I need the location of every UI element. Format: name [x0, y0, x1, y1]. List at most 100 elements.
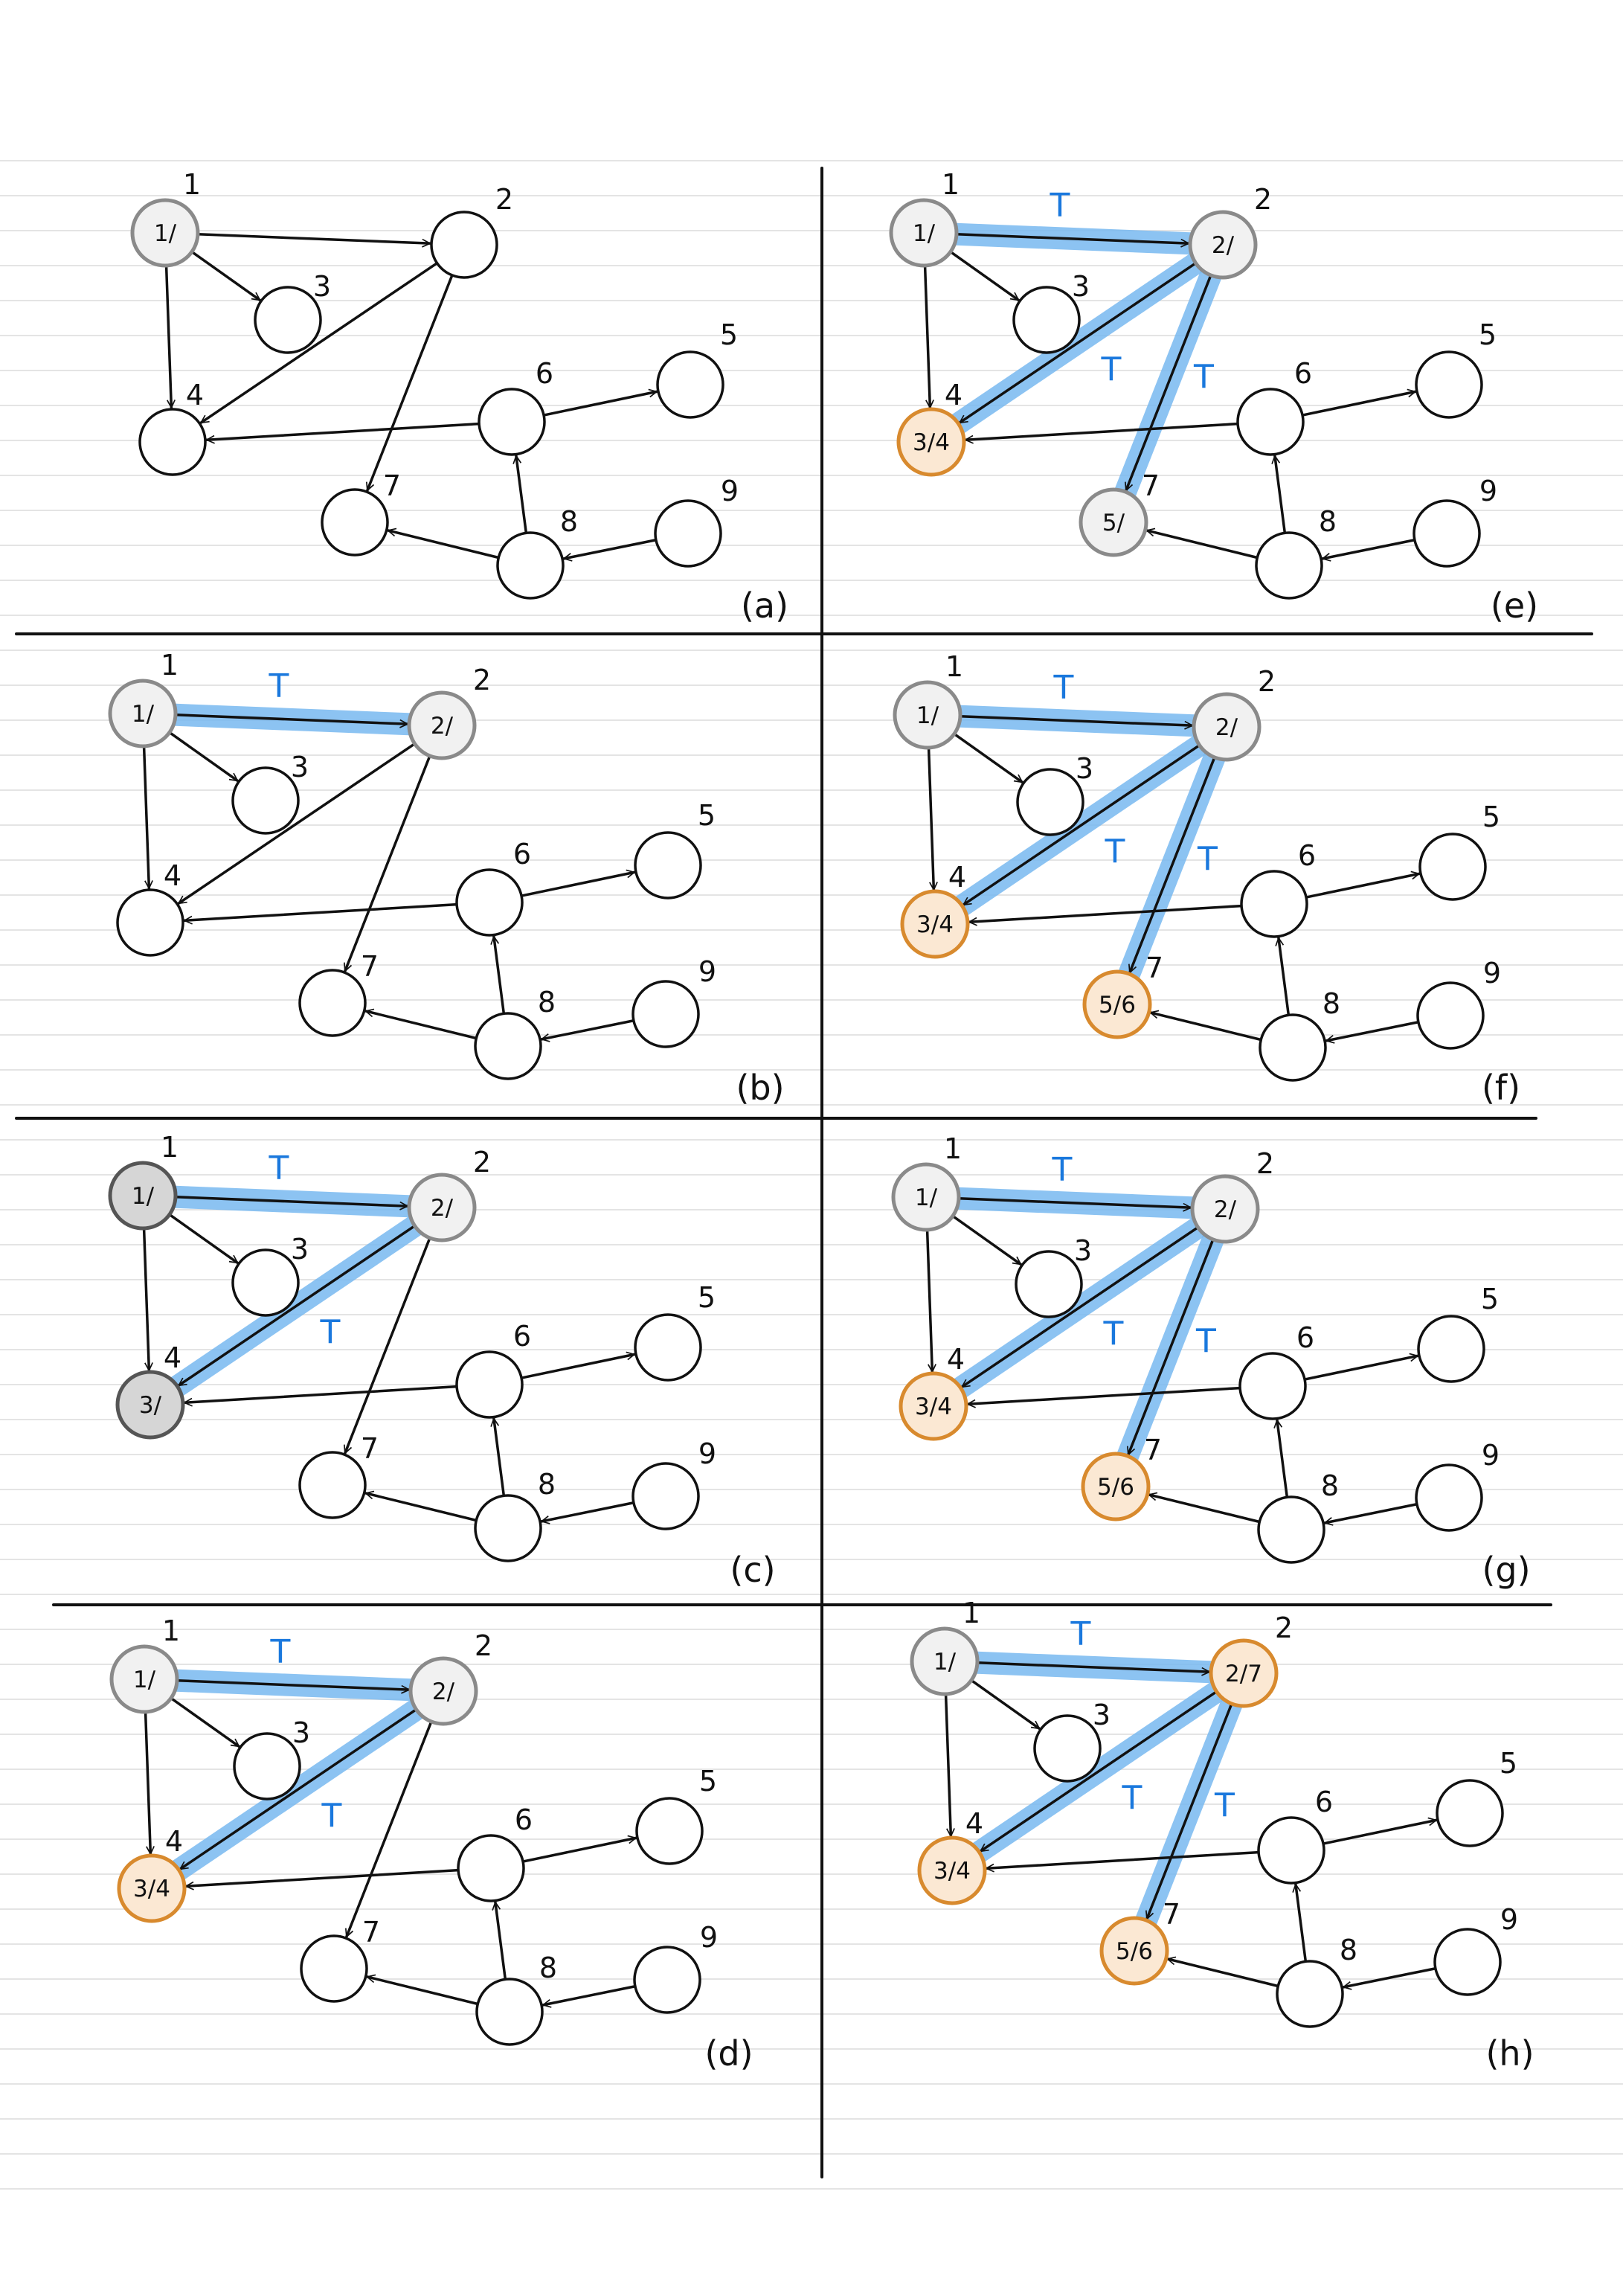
vertex-1: 1/1: [109, 1614, 180, 1714]
vertex-1-timestamp: 1/: [132, 1183, 155, 1210]
tree-edge-label: T: [1122, 1780, 1142, 1818]
vertex-6: 6: [1236, 357, 1312, 456]
vertex-4-label: 4: [947, 1343, 965, 1376]
vertex-7-label: 7: [361, 950, 379, 983]
vertex-7: 5/67: [1099, 1898, 1180, 1986]
vertex-2: 2/2: [1192, 665, 1276, 762]
edge-2-4: [960, 1225, 1200, 1388]
vertex-9-label: 9: [1479, 475, 1497, 507]
vertex-2-label: 2: [473, 1146, 491, 1179]
edge-6-5: [1322, 1817, 1438, 1845]
edge-1-4: [927, 746, 938, 891]
edge-6-4: [205, 422, 481, 444]
vertex-6: 6: [478, 357, 553, 456]
vertex-9-label: 9: [1482, 1439, 1500, 1472]
vertex-3: 3: [231, 1233, 309, 1317]
vertex-8: 8: [1255, 505, 1337, 600]
edge-2-7: [1128, 756, 1216, 974]
vertex-7-label: 7: [362, 1916, 380, 1949]
panel-label: (g): [1482, 1550, 1530, 1590]
vertex-2-timestamp: 2/7: [1225, 1661, 1262, 1687]
edge-1-2: [196, 232, 431, 248]
edge-8-6: [1275, 936, 1291, 1017]
edge-9-8: [562, 538, 658, 562]
vertex-2: 2/72: [1209, 1612, 1293, 1708]
edge-8-7: [1148, 1010, 1263, 1042]
panel-label: (b): [736, 1068, 784, 1108]
vertex-1-timestamp: 1/: [154, 220, 177, 247]
edge-6-4: [183, 902, 458, 925]
vertex-4-label: 4: [165, 1825, 183, 1858]
panel-dividers: [15, 167, 1593, 2178]
edge-6-4: [985, 1850, 1260, 1873]
tree-edge-label: T: [269, 1149, 289, 1187]
vertex-3: 3: [1015, 1234, 1092, 1318]
vertex-1-label: 1: [161, 1131, 179, 1164]
vertex-9-label: 9: [700, 1921, 718, 1954]
edge-2-4: [177, 1224, 417, 1387]
vertex-5: 5: [1415, 318, 1497, 419]
vertex-1-timestamp: 1/: [132, 701, 155, 728]
vertex-9: 9: [1433, 1903, 1518, 1996]
edge-1-3: [953, 732, 1024, 784]
panel-label: (e): [1491, 586, 1538, 626]
vertex-9: 9: [631, 1437, 716, 1530]
vertex-9: 9: [1413, 475, 1497, 568]
vertex-1-label: 1: [183, 168, 201, 201]
vertex-1-label: 1: [161, 649, 179, 682]
vertex-9-label: 9: [1483, 957, 1501, 990]
edge-1-2: [176, 1678, 411, 1694]
vertex-9: 9: [654, 475, 739, 568]
panel-label: (h): [1485, 2033, 1534, 2074]
edge-6-5: [1305, 870, 1421, 899]
edge-1-2: [959, 714, 1194, 730]
edge-9-8: [540, 1501, 635, 1524]
vertex-1: 1/1: [889, 168, 960, 268]
vertex-2-timestamp: 2/: [1214, 1196, 1237, 1223]
vertex-5-label: 5: [698, 1281, 716, 1314]
vertex-1-timestamp: 1/: [933, 1649, 957, 1675]
vertex-4-timestamp: 3/4: [133, 1876, 170, 1902]
edge-1-2: [174, 1195, 409, 1210]
vertex-2-label: 2: [1258, 665, 1276, 698]
vertex-3-label: 3: [292, 1716, 310, 1749]
vertex-6-label: 6: [1315, 1786, 1333, 1818]
edge-2-7: [344, 1720, 433, 1938]
edge-2-7: [343, 754, 431, 972]
vertex-6: 6: [457, 1803, 533, 1902]
vertex-5: 5: [1436, 1747, 1517, 1847]
vertex-8-label: 8: [560, 505, 578, 538]
edge-8-7: [1145, 527, 1259, 559]
edge-8-6: [492, 1900, 507, 1981]
vertex-8: 8: [475, 1952, 557, 2046]
vertex-4: 4: [116, 859, 184, 957]
vertex-2: 2/2: [407, 664, 491, 760]
edge-2-4: [958, 261, 1198, 424]
edge-8-7: [364, 1008, 478, 1040]
vertex-4-label: 4: [186, 379, 204, 411]
vertex-5: 5: [634, 799, 716, 900]
vertex-5: 5: [656, 318, 738, 419]
edge-8-7: [1147, 1492, 1262, 1524]
edge-2-7: [1145, 1702, 1233, 1920]
vertex-7: 7: [321, 469, 401, 557]
edge-1-3: [170, 1696, 241, 1748]
vertex-2-label: 2: [1254, 183, 1272, 216]
tree-edge-label: T: [1105, 833, 1125, 871]
vertex-5-label: 5: [1479, 318, 1497, 351]
vertex-3: 3: [1016, 752, 1093, 836]
tree-edge-label: T: [1070, 1615, 1091, 1653]
edge-1-2: [957, 1196, 1192, 1212]
vertex-5-label: 5: [1481, 1283, 1499, 1315]
edge-8-6: [1273, 1418, 1289, 1499]
edge-8-6: [1292, 1882, 1308, 1963]
tree-edge-label: T: [270, 1633, 291, 1671]
edge-1-4: [164, 264, 176, 409]
vertex-4: 3/44: [896, 379, 966, 477]
edge-6-5: [1301, 388, 1417, 417]
vertex-8-label: 8: [538, 1468, 556, 1501]
vertex-9-label: 9: [698, 1437, 716, 1470]
